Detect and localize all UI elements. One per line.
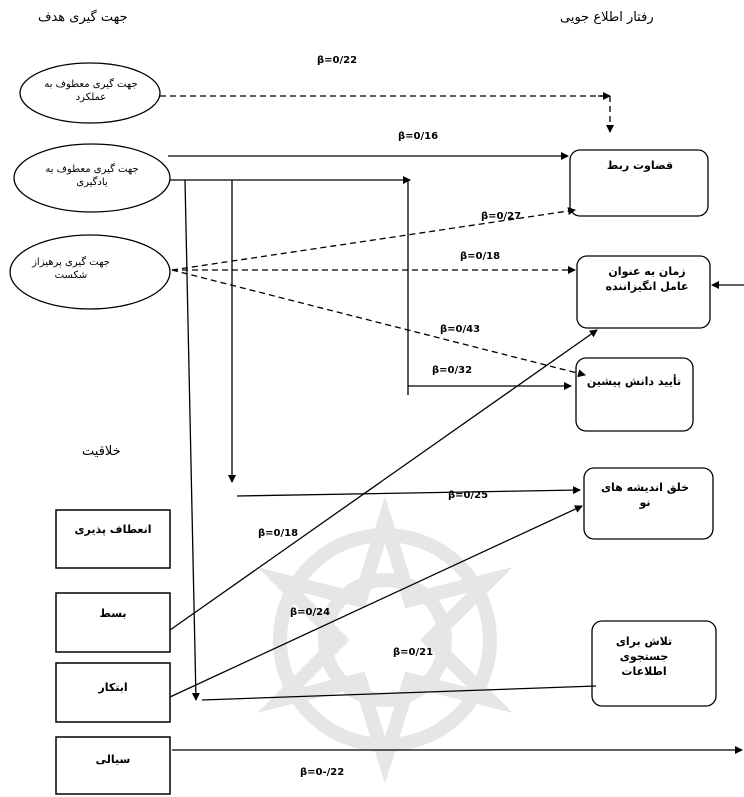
node-avoidance-orientation	[9, 234, 171, 310]
label-prior-knowledge: تأیید دانش پیشین	[586, 375, 682, 388]
beta-learning-newideas: β=0/25	[448, 490, 489, 501]
node-elaboration	[55, 592, 171, 653]
beta-learning-prior: β=0/32	[432, 365, 473, 376]
node-prior-knowledge	[575, 357, 694, 432]
label-performance-orientation: جهت گیری معطوف به عملکرد	[44, 79, 138, 103]
path-learning-newideas	[236, 486, 581, 497]
node-learning-orientation	[13, 143, 171, 213]
label-relevance-judgment: قضاوت ربط	[606, 159, 674, 172]
node-time-motivator	[576, 255, 711, 329]
beta-avoidance-prior: β=0/43	[440, 324, 481, 335]
label-originality: ابتکار	[98, 681, 128, 694]
header-info-seeking: رفتار اطلاع جویی	[560, 10, 654, 25]
beta-fluency: β=0-/22	[300, 767, 345, 778]
path-elaboration-time	[169, 329, 598, 631]
node-new-ideas	[583, 467, 714, 540]
node-info-search-effort	[591, 620, 717, 707]
path-performance-relevance	[160, 95, 614, 133]
beta-learning-search: β=0/21	[393, 647, 434, 658]
header-creativity: خلاقیت	[82, 444, 121, 459]
watermark-emblem	[257, 496, 513, 784]
beta-avoidance-relevance: β=0/27	[481, 211, 522, 222]
node-performance-orientation	[19, 62, 161, 124]
label-new-ideas: خلق اندیشه های نو	[600, 481, 690, 509]
label-info-search-effort: تلاش برای جستجوی اطلاعات	[615, 635, 673, 678]
path-avoidance-prior	[171, 269, 586, 378]
beta-learning-relevance: β=0/16	[398, 131, 439, 142]
path-learning-vertical-b	[184, 179, 200, 701]
beta-avoidance-time: β=0/18	[460, 251, 501, 262]
path-search-effort	[201, 685, 597, 701]
node-fluency	[55, 736, 171, 795]
label-flexibility: انعطاف پذیری	[74, 523, 152, 536]
beta-performance-relevance: β=0/22	[317, 55, 358, 66]
label-learning-orientation: جهت گیری معطوف به یادگیری	[45, 164, 139, 188]
header-goal-orientation: جهت گیری هدف	[38, 10, 128, 25]
node-flexibility	[55, 509, 171, 569]
path-originality-newideas	[169, 505, 583, 698]
label-fluency: سیالی	[95, 753, 131, 766]
label-avoidance-orientation: جهت گیری پرهیزاز شکست	[32, 257, 110, 281]
beta-elaboration-time: β=0/18	[258, 528, 299, 539]
node-originality	[55, 662, 171, 723]
node-relevance-judgment	[569, 149, 709, 217]
label-time-motivator: زمان به عنوان عامل انگیزاننده	[605, 265, 689, 293]
beta-originality-newideas: β=0/24	[290, 607, 331, 618]
label-elaboration: بسط	[99, 607, 127, 620]
path-avoidance-relevance	[171, 207, 576, 271]
